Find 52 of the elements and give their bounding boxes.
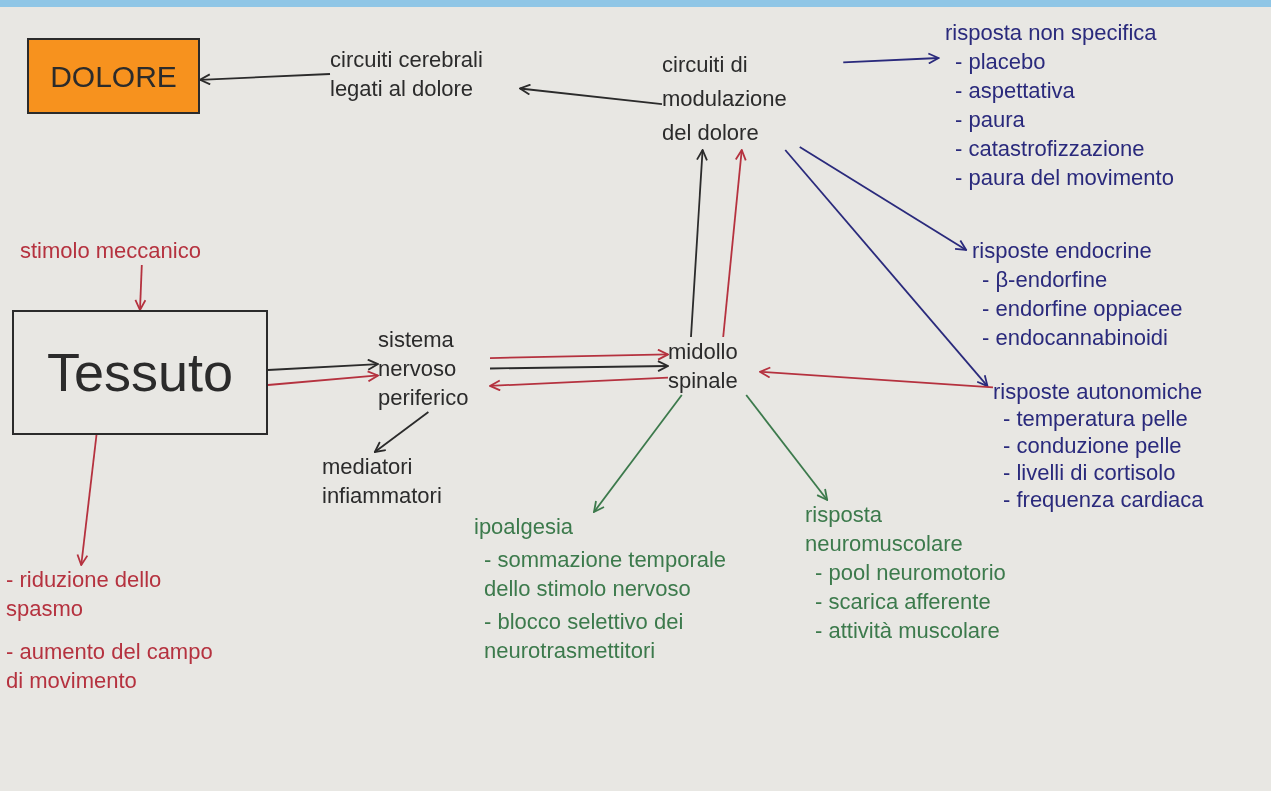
node-text: circuiti cerebrali legati al dolore — [330, 46, 484, 103]
arrow — [373, 411, 430, 453]
arrow — [519, 83, 663, 105]
node-text: stimolo meccanico — [20, 237, 202, 265]
list-item: - paura del movimento — [955, 164, 1175, 192]
arrow — [745, 394, 829, 501]
arrow — [489, 360, 669, 373]
arrow — [593, 394, 683, 513]
list-item: - pool neuromotorio — [815, 559, 1007, 587]
arrow — [690, 149, 708, 338]
arrow — [759, 366, 994, 389]
arrow — [199, 73, 331, 86]
node-text: circuiti di modulazione del dolore — [662, 51, 788, 147]
heading-text: risposte autonomiche — [993, 378, 1204, 405]
arrow — [722, 149, 747, 338]
arrow — [784, 149, 989, 387]
arrow — [489, 376, 669, 392]
list-item: - aspettativa — [955, 77, 1076, 105]
heading-text: ipoalgesia — [474, 513, 575, 541]
list-item: - β-endorfine — [982, 266, 1109, 294]
list-item: - sommazione temporale dello stimolo nervoso — [484, 546, 728, 603]
list-item: - placebo — [955, 48, 1047, 76]
list-item: - endocannabinoidi — [982, 324, 1169, 352]
list-item: - temperatura pelle — [1003, 405, 1189, 432]
node-text: Tessuto — [46, 342, 234, 403]
list-item: - aumento del campo di movimento — [6, 638, 214, 695]
list-item: - frequenza cardiaca — [1003, 486, 1205, 513]
arrow — [798, 146, 968, 251]
list-item: - livelli di cortisolo — [1003, 459, 1177, 486]
node-text: sistema nervoso periferico — [378, 326, 470, 412]
highlighted-box — [27, 38, 200, 114]
list-item: - paura — [955, 106, 1026, 134]
list-item: - catastrofizzazione — [955, 135, 1146, 163]
arrow — [267, 370, 379, 386]
heading-text: risposta non specifica — [945, 19, 1158, 47]
list-item: - endorfine oppiacee — [982, 295, 1184, 323]
list-item: - blocco selettivo dei neurotrasmettitori — [484, 608, 685, 665]
node-text: midollo spinale — [668, 338, 739, 395]
arrow — [489, 348, 669, 361]
arrow — [134, 264, 147, 311]
list-item: - conduzione pelle — [1003, 432, 1183, 459]
node-text: mediatori infiammatori — [322, 453, 443, 510]
arrow — [76, 434, 98, 566]
heading-text: risposte endocrine — [972, 237, 1153, 265]
arrow — [842, 52, 940, 65]
node-text: DOLORE — [50, 59, 177, 93]
list-item: - scarica afferente — [815, 588, 992, 616]
arrow — [267, 358, 379, 371]
heading-text: risposta neuromuscolare — [805, 501, 964, 558]
list-item: - riduzione dello spasmo — [6, 566, 163, 623]
process-box — [12, 310, 268, 435]
list-item: - attività muscolare — [815, 617, 1001, 645]
